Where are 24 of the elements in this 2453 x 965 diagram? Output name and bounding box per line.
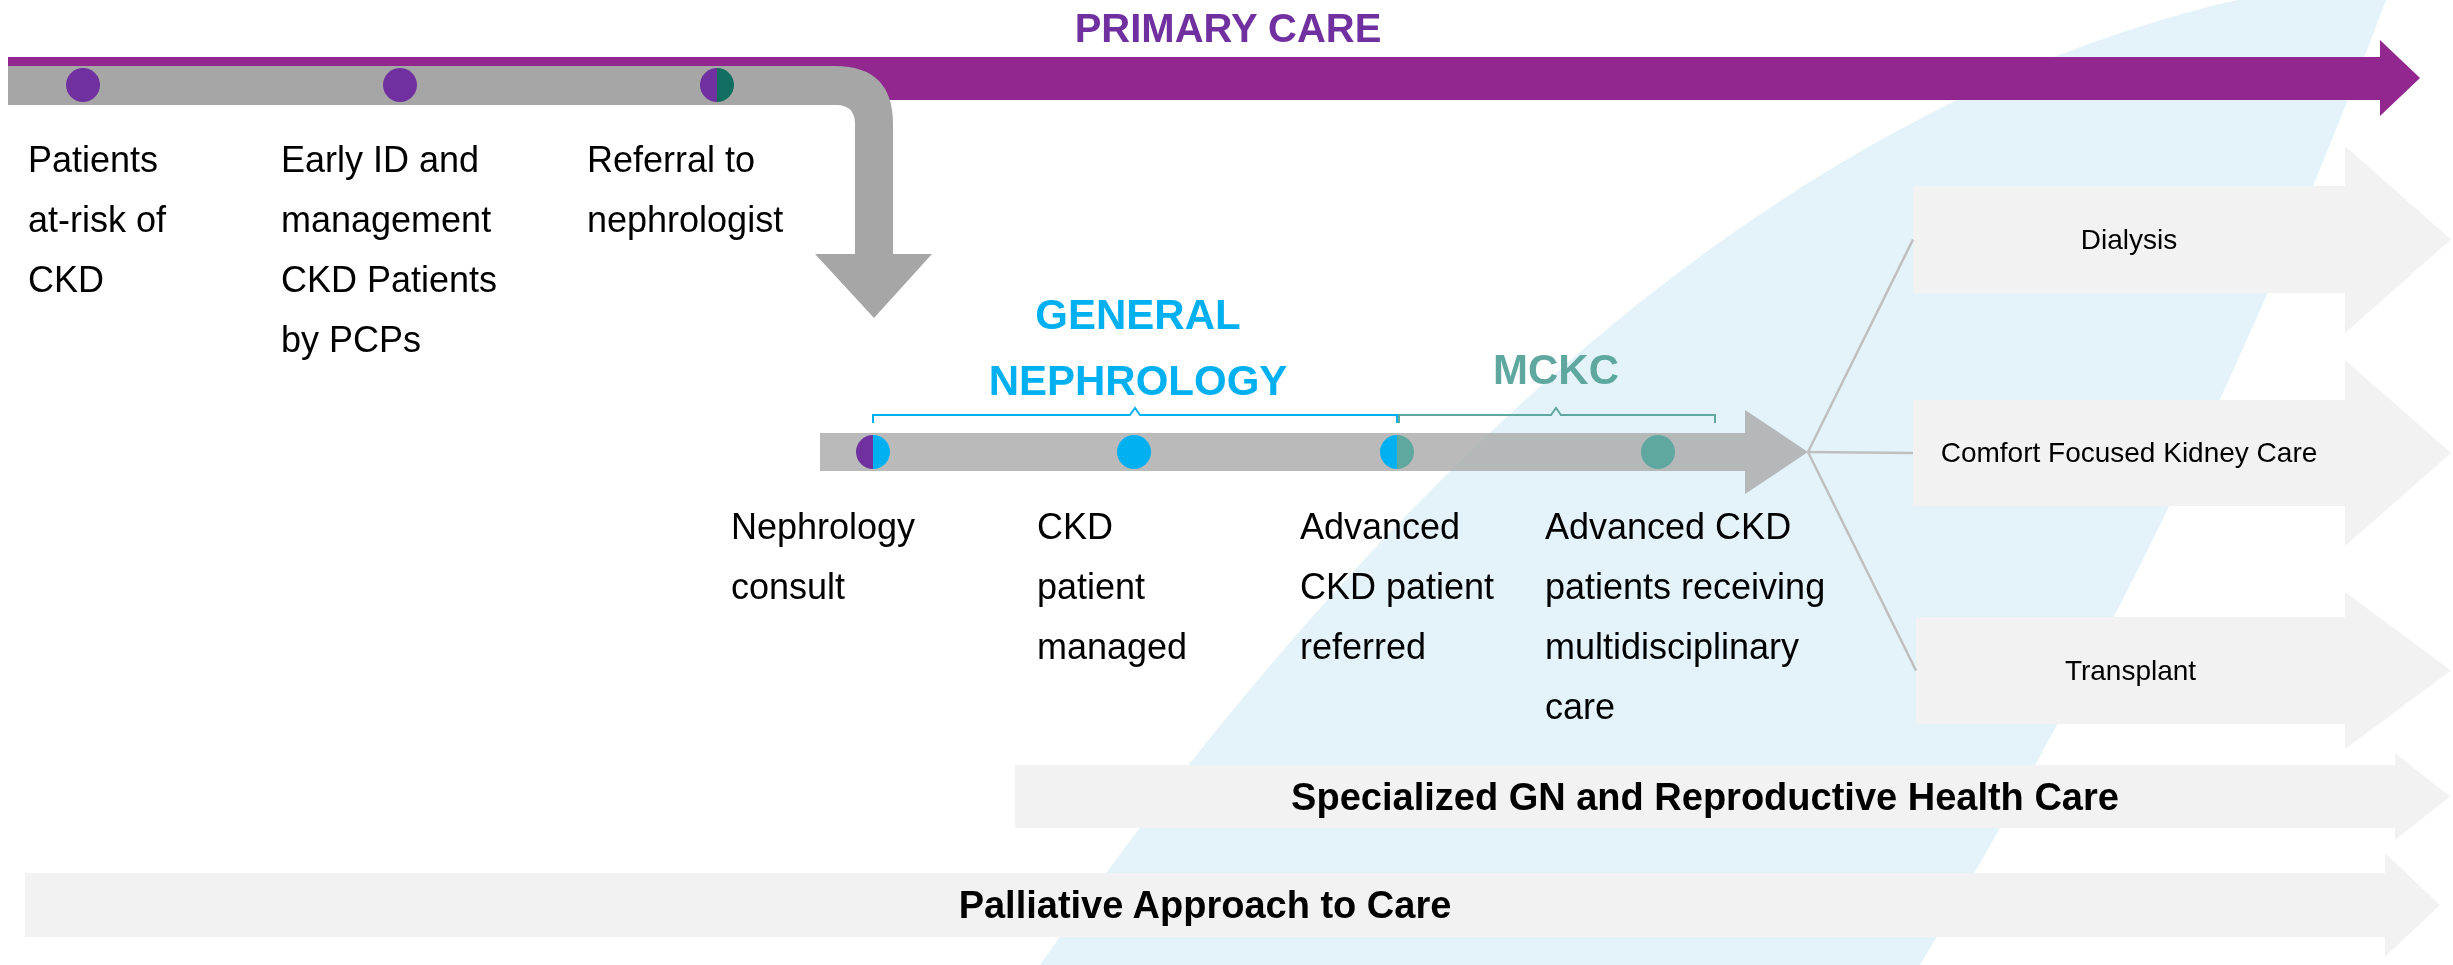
connector-line: [1808, 450, 1913, 455]
section-heading: GENERAL NEPHROLOGY: [987, 290, 1289, 406]
outcome-banner: [1916, 592, 2451, 749]
stage-label: Advanced CKD patients receiving multidisciplinary care: [1545, 505, 1827, 729]
outcome-banner: [1913, 360, 2451, 546]
section-heading: MCKC: [1492, 345, 1620, 395]
stage-label: Patients at-risk of CKD: [28, 138, 168, 302]
arrow-label: Transplant: [2064, 653, 2197, 688]
connector-line: [1806, 238, 1915, 453]
timeline-arrow: [820, 410, 1808, 494]
stage-label: Advanced CKD patient referred: [1300, 505, 1496, 669]
care-band: [25, 853, 2440, 957]
arrow-label: Comfort Focused Kidney Care: [1940, 436, 2318, 470]
stage-label: CKD patient managed: [1037, 505, 1189, 669]
connector-line: [1806, 451, 1918, 672]
arrow-label: Dialysis: [2080, 222, 2178, 257]
stage-label: Early ID and management CKD Patients by PCPs: [281, 138, 499, 362]
arrow-label: Palliative Approach to Care: [958, 883, 1452, 928]
stage-label: Nephrology consult: [731, 505, 917, 609]
arrow-label: Specialized GN and Reproductive Health Care: [1291, 774, 2119, 820]
care-band: [1015, 753, 2450, 840]
outcome-banner: [1913, 146, 2451, 333]
stage-label: Referral to nephrologist: [587, 138, 785, 242]
section-heading: PRIMARY CARE: [1073, 5, 1383, 52]
